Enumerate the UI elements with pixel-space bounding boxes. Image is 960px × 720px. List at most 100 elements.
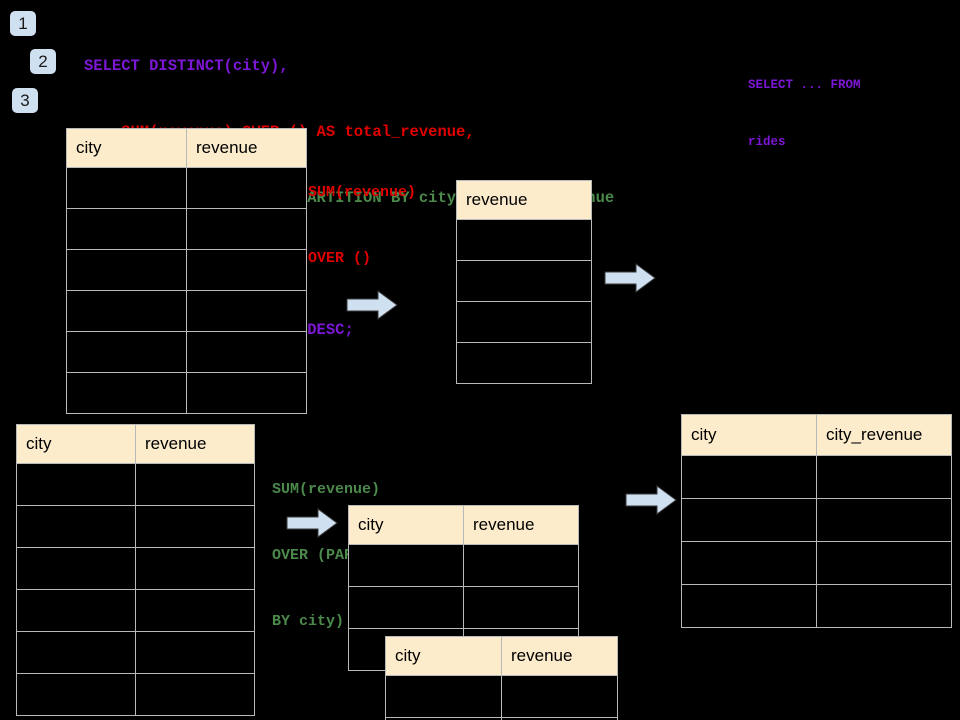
cell-revenue: [463, 586, 579, 629]
arrow-total-revenue-to-result: [604, 263, 656, 293]
cell-revenue: [456, 301, 592, 343]
rides-source-table-bottom: city revenue: [16, 424, 255, 716]
cell-city-revenue: [816, 584, 952, 628]
cell-city: [16, 589, 136, 632]
cell-revenue: [186, 249, 307, 291]
cell-city: [681, 584, 817, 628]
cell-revenue: [186, 208, 307, 250]
cell-city: [16, 631, 136, 674]
cell-city: [66, 290, 187, 332]
step-badge-3: 3: [12, 88, 38, 113]
table-row: [681, 455, 952, 499]
arrow-right-icon: [346, 290, 398, 320]
cell-revenue: [456, 260, 592, 302]
table-row: [16, 631, 255, 674]
sql-line-select: SELECT DISTINCT(city),: [84, 57, 289, 75]
arrow-partition-to-result: [625, 485, 677, 515]
annotation-city-revenue-line-1: SUM(revenue): [272, 481, 381, 498]
cell-revenue: [135, 547, 255, 590]
table-row: [16, 547, 255, 590]
column-header-revenue: revenue: [501, 636, 618, 676]
table-row: [456, 301, 592, 343]
cell-revenue: [456, 342, 592, 384]
cell-city: [681, 498, 817, 542]
column-header-revenue: revenue: [186, 128, 307, 168]
cell-city: [681, 455, 817, 499]
partition-group-table-front: city revenue: [385, 636, 618, 720]
table-row: [66, 290, 307, 332]
cell-city-revenue: [816, 455, 952, 499]
cell-city: [66, 331, 187, 373]
cell-revenue: [135, 631, 255, 674]
annotation-total-revenue: SUM(revenue) OVER (): [308, 138, 416, 314]
cell-city: [681, 541, 817, 585]
column-header-city-revenue: city_revenue: [816, 414, 952, 456]
cell-revenue: [186, 372, 307, 414]
cell-city: [16, 673, 136, 716]
cell-revenue: [135, 589, 255, 632]
cell-city: [16, 463, 136, 506]
table-header-row: city revenue: [385, 636, 618, 676]
cell-city: [16, 547, 136, 590]
table-header-row: city revenue: [348, 505, 579, 545]
table-row: [66, 208, 307, 250]
column-header-revenue: revenue: [463, 505, 579, 545]
arrow-rides-to-total-revenue: [346, 290, 398, 320]
result-table: city city_revenue: [681, 414, 952, 628]
cell-revenue: [135, 463, 255, 506]
annotation-total-revenue-line-1: SUM(revenue): [308, 184, 417, 201]
column-header-city: city: [348, 505, 464, 545]
arrow-rides-to-partition: [286, 508, 338, 538]
arrow-right-icon: [604, 263, 656, 293]
table-header-row: revenue: [456, 180, 592, 220]
column-header-city: city: [16, 424, 136, 464]
column-header-city: city: [66, 128, 187, 168]
cell-revenue: [186, 290, 307, 332]
rides-source-table-top: city revenue: [66, 128, 307, 414]
cell-revenue: [456, 219, 592, 261]
step-badge-1: 1: [10, 11, 36, 36]
table-row: [456, 342, 592, 384]
table-header-row: city revenue: [66, 128, 307, 168]
cell-revenue: [135, 505, 255, 548]
cell-city-revenue: [816, 541, 952, 585]
table-row: [385, 717, 618, 720]
table-row: [681, 584, 952, 628]
column-header-city: city: [681, 414, 817, 456]
cell-revenue: [135, 673, 255, 716]
cell-city: [66, 249, 187, 291]
table-row: [16, 463, 255, 506]
cell-city: [66, 167, 187, 209]
annotation-city-revenue-line-3: BY city): [272, 613, 345, 630]
sidenote-line-2: rides: [748, 135, 786, 149]
table-row: [66, 331, 307, 373]
cell-revenue: [186, 331, 307, 373]
table-header-row: city city_revenue: [681, 414, 952, 456]
column-header-revenue: revenue: [135, 424, 255, 464]
step-badge-2: 2: [30, 49, 56, 74]
total-revenue-table: revenue: [456, 180, 592, 384]
column-header-city: city: [385, 636, 502, 676]
table-row: [16, 673, 255, 716]
arrow-right-icon: [286, 508, 338, 538]
column-header-revenue: revenue: [456, 180, 592, 220]
table-row: [66, 249, 307, 291]
cell-revenue: [501, 717, 618, 720]
table-row: [681, 541, 952, 585]
table-row: [348, 586, 579, 629]
sidenote-select-from-rides: SELECT ... FROM rides: [748, 38, 861, 190]
table-row: [456, 260, 592, 302]
cell-revenue: [463, 544, 579, 587]
table-header-row: city revenue: [16, 424, 255, 464]
cell-city: [66, 372, 187, 414]
table-row: [16, 589, 255, 632]
cell-city: [385, 675, 502, 718]
table-row: [66, 167, 307, 209]
cell-city: [348, 586, 464, 629]
sidenote-line-1: SELECT ... FROM: [748, 78, 861, 92]
table-row: [681, 498, 952, 542]
cell-city: [348, 544, 464, 587]
table-row: [385, 675, 618, 718]
cell-revenue: [501, 675, 618, 718]
